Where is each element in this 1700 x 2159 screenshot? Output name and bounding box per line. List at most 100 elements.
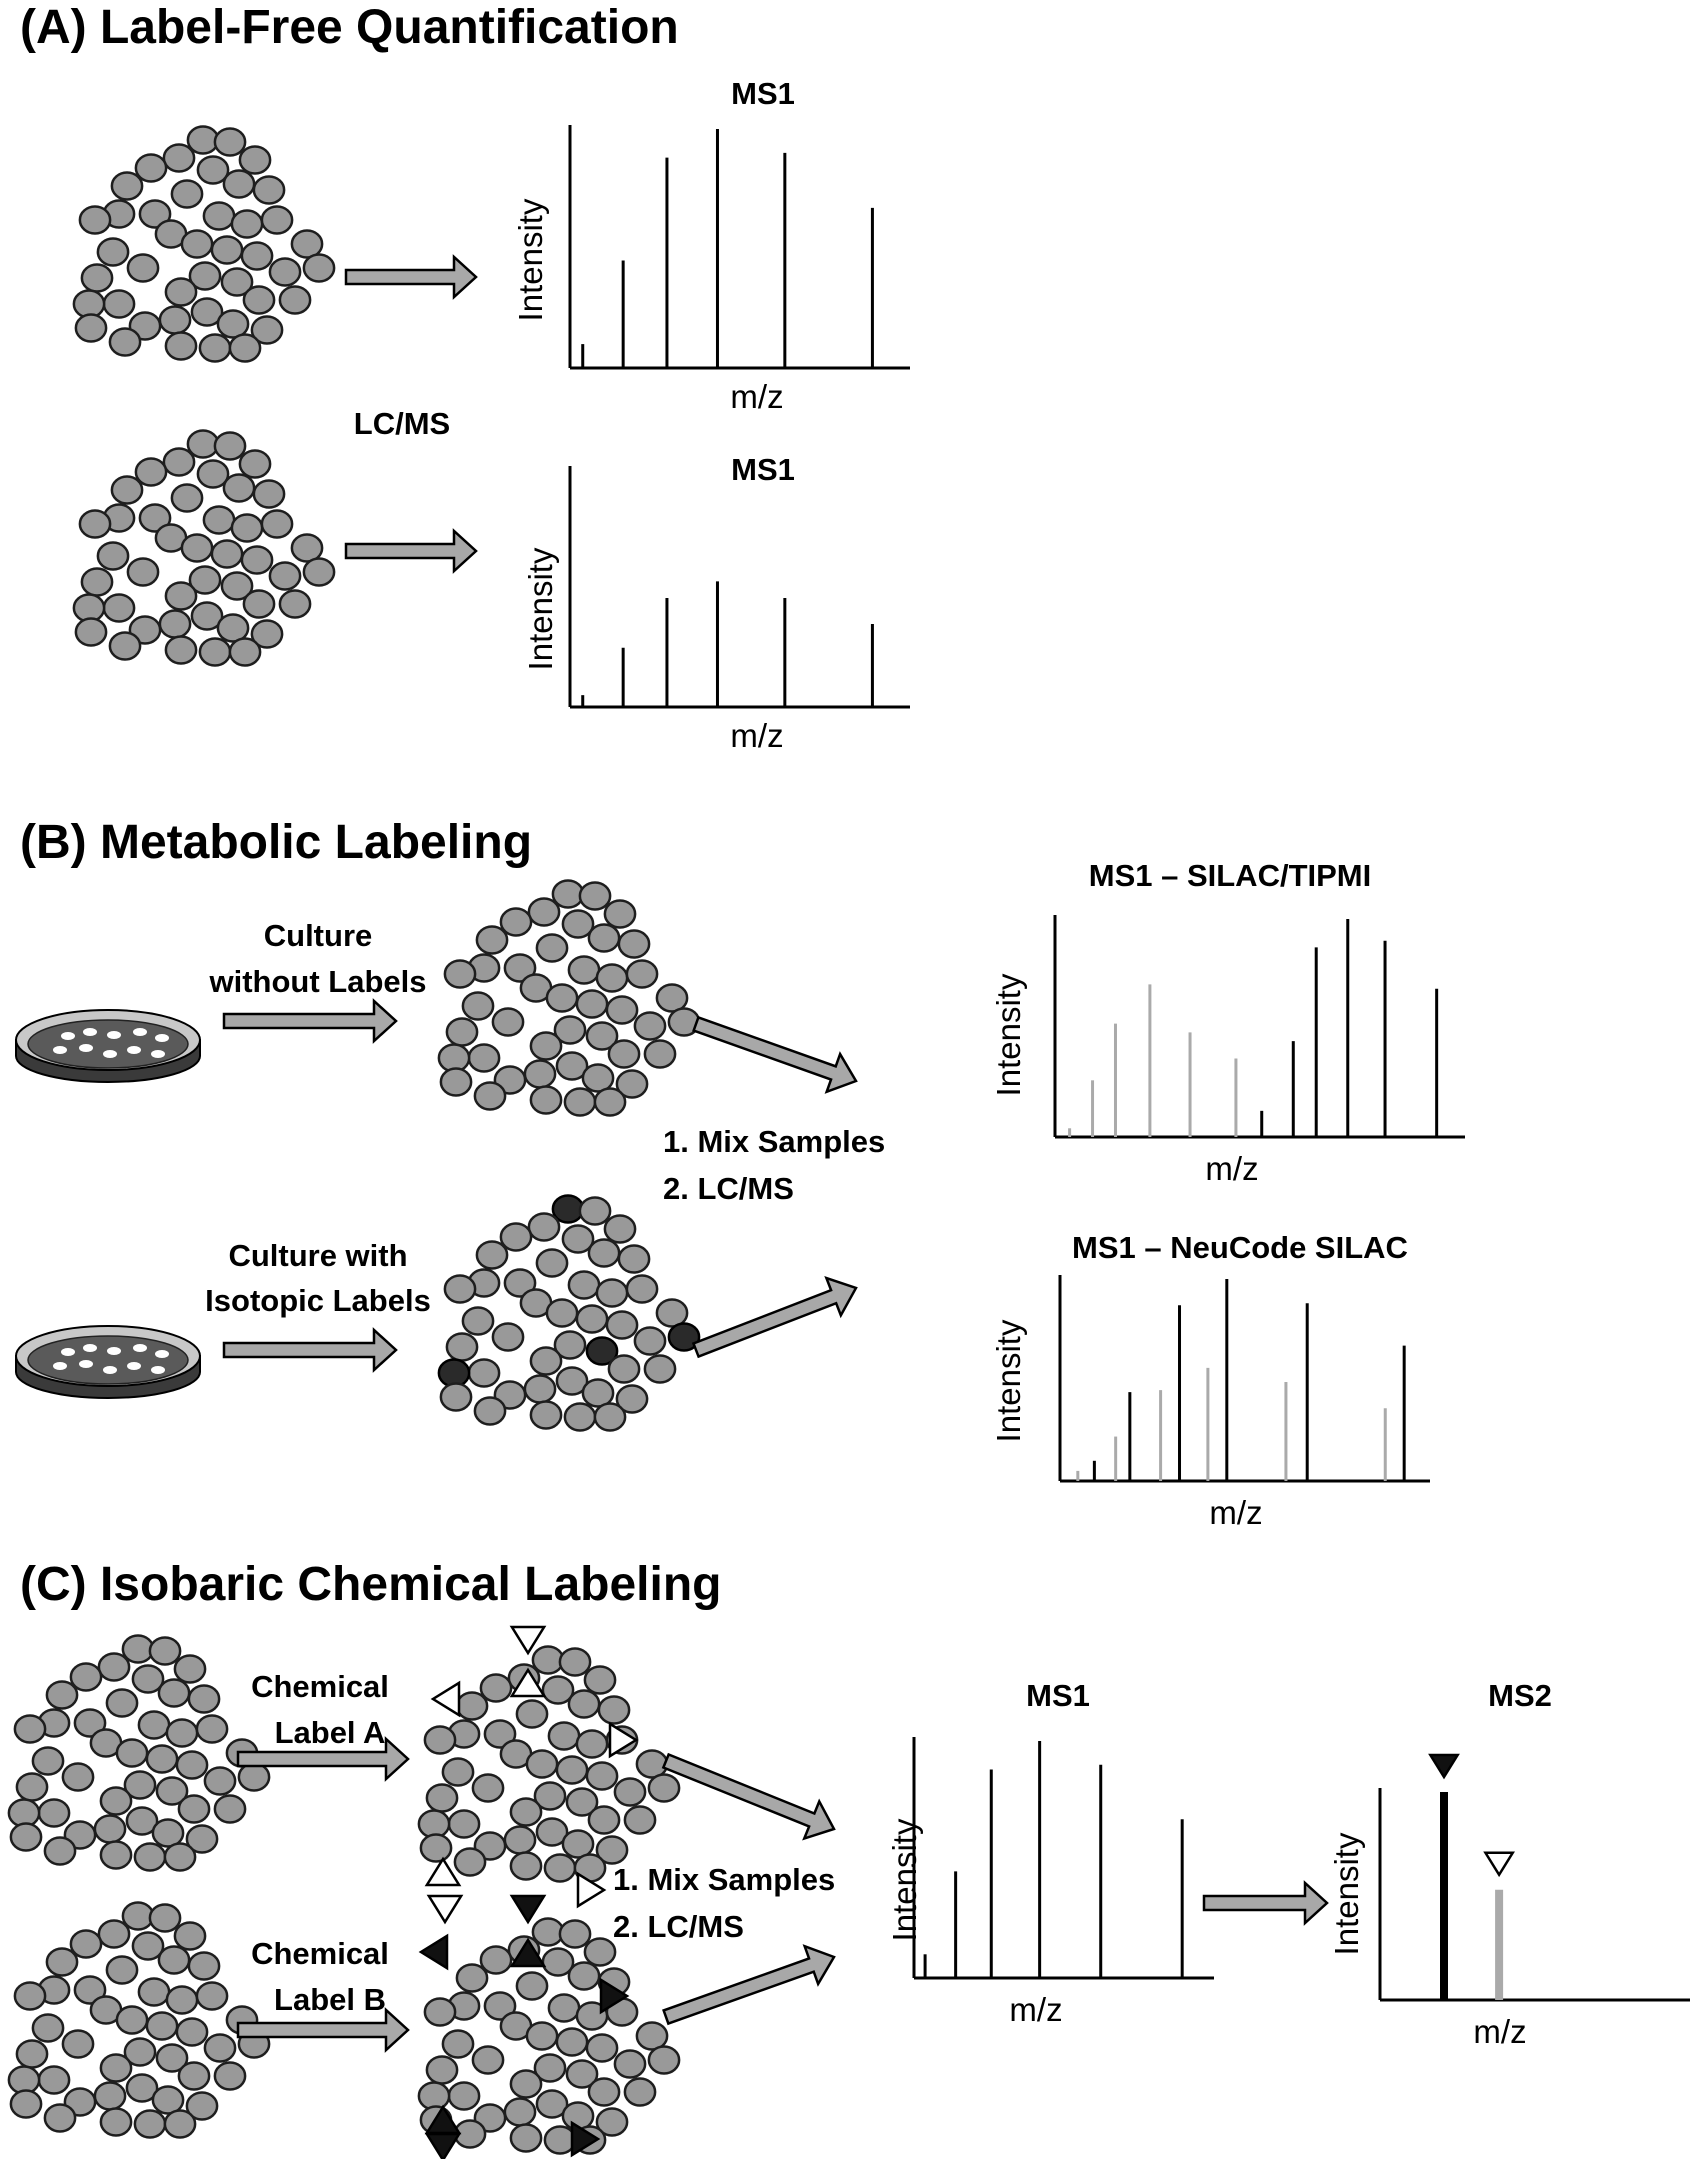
bead	[491, 1007, 525, 1037]
bead	[613, 1777, 647, 1807]
bead	[655, 1298, 689, 1328]
bead	[543, 2125, 577, 2155]
bead	[180, 533, 214, 563]
y-axis-label: Intensity	[990, 1319, 1027, 1442]
bead	[561, 1829, 595, 1859]
bead	[31, 1746, 65, 1776]
bead	[558, 1919, 592, 1949]
bead	[585, 2033, 619, 2063]
arrow-shape	[344, 528, 478, 574]
bead	[575, 1304, 609, 1334]
right-arrow	[222, 998, 398, 1044]
bead	[133, 1842, 167, 1872]
bead	[213, 1794, 247, 1824]
bead	[203, 2033, 237, 2063]
bead	[163, 2109, 197, 2139]
bead	[210, 539, 244, 569]
bead	[108, 631, 142, 661]
bead	[37, 2065, 71, 2095]
step-mix-samples: 1. Mix Samples	[613, 1862, 835, 1897]
bead	[607, 1354, 641, 1384]
bead	[198, 637, 232, 667]
bead	[115, 2005, 149, 2035]
filled-triangle-tag	[570, 2120, 601, 2158]
chemical-label-b-line2: Label B	[274, 1982, 386, 2017]
x-axis-label: m/z	[1473, 2013, 1526, 2050]
bead	[196, 155, 230, 185]
bead	[605, 1310, 639, 1340]
cell-colony	[83, 1028, 97, 1036]
bead	[74, 617, 108, 647]
bead	[533, 1781, 567, 1811]
bead	[126, 253, 160, 283]
bead	[483, 1991, 517, 2021]
bead	[461, 991, 495, 1021]
open-triangle-tag	[608, 1721, 639, 1759]
bead	[461, 1306, 495, 1336]
cell-colony	[79, 1044, 93, 1052]
bead	[467, 1043, 501, 1073]
open-triangle-tag	[576, 1871, 607, 1909]
bead	[203, 1766, 237, 1796]
bead	[96, 541, 130, 571]
bead	[439, 1382, 473, 1412]
bead	[531, 1917, 565, 1947]
bead	[587, 1805, 621, 1835]
bead	[158, 305, 192, 335]
section-b-title: (B) Metabolic Labeling	[20, 816, 532, 869]
bead	[157, 1678, 191, 1708]
bead	[455, 1691, 489, 1721]
bead	[230, 209, 264, 239]
protein-bead-cluster	[72, 125, 336, 363]
bead	[145, 1744, 179, 1774]
step-lcms: 2. LC/MS	[663, 1171, 794, 1206]
bead	[447, 1809, 481, 1839]
bead	[551, 879, 585, 909]
open-triangle-tag	[1483, 1851, 1515, 1878]
bead	[164, 581, 198, 611]
labeled-protein-bead-cluster	[437, 1194, 701, 1432]
bead	[527, 1212, 561, 1242]
bead	[228, 333, 262, 363]
arrow-shape	[222, 1327, 398, 1373]
bead	[509, 2123, 543, 2153]
bead	[134, 457, 168, 487]
bead	[78, 205, 112, 235]
filled-triangle-tag	[509, 1937, 547, 1968]
bead	[110, 475, 144, 505]
bead	[187, 1684, 221, 1714]
bead	[173, 1921, 207, 1951]
bead	[643, 1039, 677, 1069]
bead	[543, 1853, 577, 1883]
bead	[125, 2073, 159, 2103]
bead	[43, 2103, 77, 2133]
bead	[439, 1067, 473, 1097]
protein-bead-cluster	[72, 429, 336, 667]
bead	[240, 241, 274, 271]
bead	[96, 237, 130, 267]
bead	[475, 925, 509, 955]
bead	[615, 1384, 649, 1414]
open-triangle-tag	[509, 1625, 547, 1656]
bead	[581, 1063, 615, 1093]
bead	[499, 907, 533, 937]
bead	[583, 1665, 617, 1695]
bead	[617, 1244, 651, 1274]
filled-triangle-tag	[599, 1977, 630, 2015]
diagonal-arrow-up	[691, 1275, 858, 1359]
x-axis-label: m/z	[1009, 1991, 1062, 2028]
bead	[567, 955, 601, 985]
bead	[491, 1322, 525, 1352]
bead	[45, 1947, 79, 1977]
bead	[252, 479, 286, 509]
bead	[61, 2029, 95, 2059]
bead	[125, 1806, 159, 1836]
bead	[195, 1981, 229, 2011]
arrow-shape	[661, 1752, 836, 1841]
arrow-shape	[1202, 1880, 1329, 1926]
protein-bead-cluster	[7, 1901, 271, 2139]
bead	[9, 1822, 43, 1852]
step-lcms: 2. LC/MS	[613, 1909, 744, 1944]
